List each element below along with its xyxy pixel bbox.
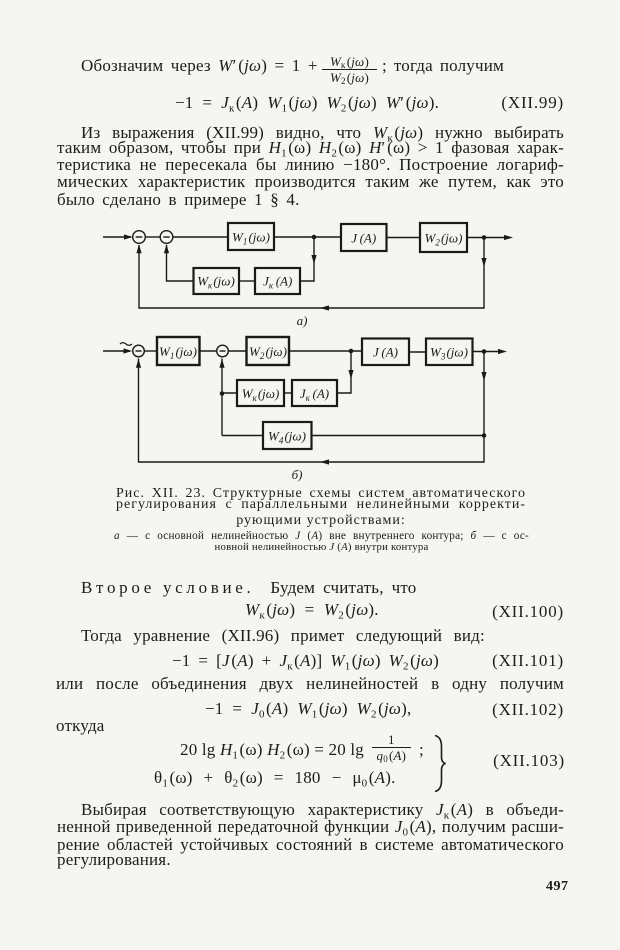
svg-text:W4 (jω): W4 (jω) — [268, 429, 306, 446]
svg-text:J (A): J (A) — [351, 231, 376, 246]
svg-text:W1 (jω): W1 (jω) — [232, 230, 270, 247]
svg-text:W2 (jω): W2 (jω) — [425, 231, 463, 248]
svg-text:Wк (jω): Wк (jω) — [242, 386, 280, 403]
svg-text:W3 (jω): W3 (jω) — [430, 345, 468, 362]
svg-text:W1 (jω): W1 (jω) — [159, 344, 197, 361]
svg-text:J (A): J (A) — [373, 345, 398, 360]
svg-text:W2 (jω): W2 (jω) — [249, 344, 287, 361]
svg-text:б): б) — [292, 467, 303, 482]
svg-text:а): а) — [297, 313, 308, 328]
svg-text:Jк (A): Jк (A) — [263, 274, 292, 291]
svg-text:Wк (jω): Wк (jω) — [197, 274, 235, 291]
svg-text:Jк (A): Jк (A) — [300, 386, 329, 403]
